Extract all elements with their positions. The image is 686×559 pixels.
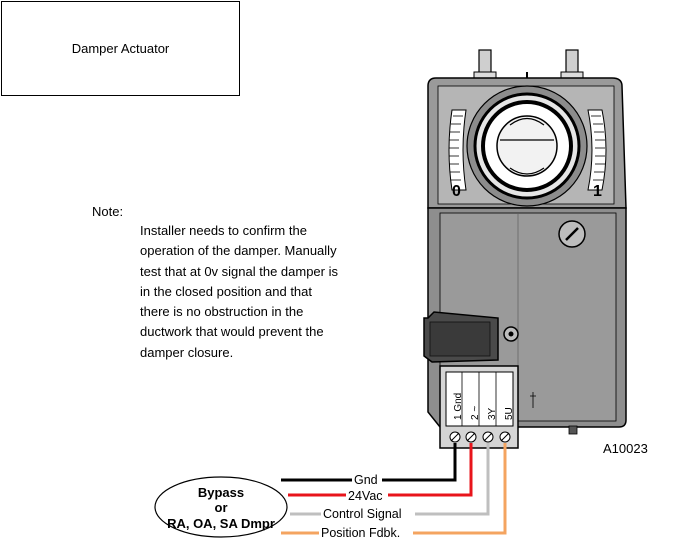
wire-label-gnd: Gnd [354,473,378,487]
terminal-label-3: 3Y [487,407,498,420]
note-line: there is no obstruction in the [140,304,304,320]
wire-label-24vac: 24Vac [348,489,383,503]
manual-override-slot [565,227,579,241]
knob-right [565,49,579,75]
terminal-label-4: 5U [504,407,515,420]
controller-line-3: RA, OA, SA Dmpr [167,515,275,531]
wire-label-control-signal: Control Signal [323,507,402,521]
reference-code: A10023 [603,441,648,456]
ground-lug [568,425,578,435]
scale-max-label: 1 [593,183,602,200]
terminal-label-2: 2 ~ [470,406,481,420]
note-line: test that at 0v signal the damper is [140,263,338,279]
terminal-screws [449,431,511,443]
title-label: Damper Actuator [71,41,170,56]
wire-label-bg [346,488,388,502]
controller-line-2: or [214,500,228,516]
note-label: Note: [92,204,124,219]
wire-label-position-feedback: Position Fdbk. [321,526,400,540]
release-button-center [508,331,514,337]
note-line: in the closed position and that [140,283,313,299]
knob-left [478,49,492,75]
note-line: Installer needs to confirm the [140,223,307,238]
actuator-drawing: 0 1 1 Gnd 2 ~ 3Y 5U [423,49,627,449]
controller-ellipse [154,476,288,538]
wire-label-bg [319,525,413,540]
scale-right [587,109,607,191]
terminal-label-strip [445,371,514,427]
note-line: operation of the damper. Manually [140,243,337,259]
dial-detail [500,117,554,175]
note-body: Installer needs to confirm the operation… [140,221,390,363]
dial-hub [496,115,558,177]
scale-min-label: 0 [452,183,461,200]
scale-left [448,109,467,191]
controller-line-1: Bypass [197,484,245,500]
title-box: Damper Actuator [1,1,240,96]
note-line: damper closure. [140,344,234,360]
clamp-lever-face [429,321,491,357]
wire-24vac [288,443,473,497]
wire-label-bg [352,472,382,486]
note-line: ductwork that would prevent the [140,324,324,340]
wire-label-bg [321,506,415,521]
terminal-label-1: 1 Gnd [453,393,464,420]
wire-gnd [281,443,457,482]
controller-label: Bypass or RA, OA, SA Dmpr [157,478,285,538]
